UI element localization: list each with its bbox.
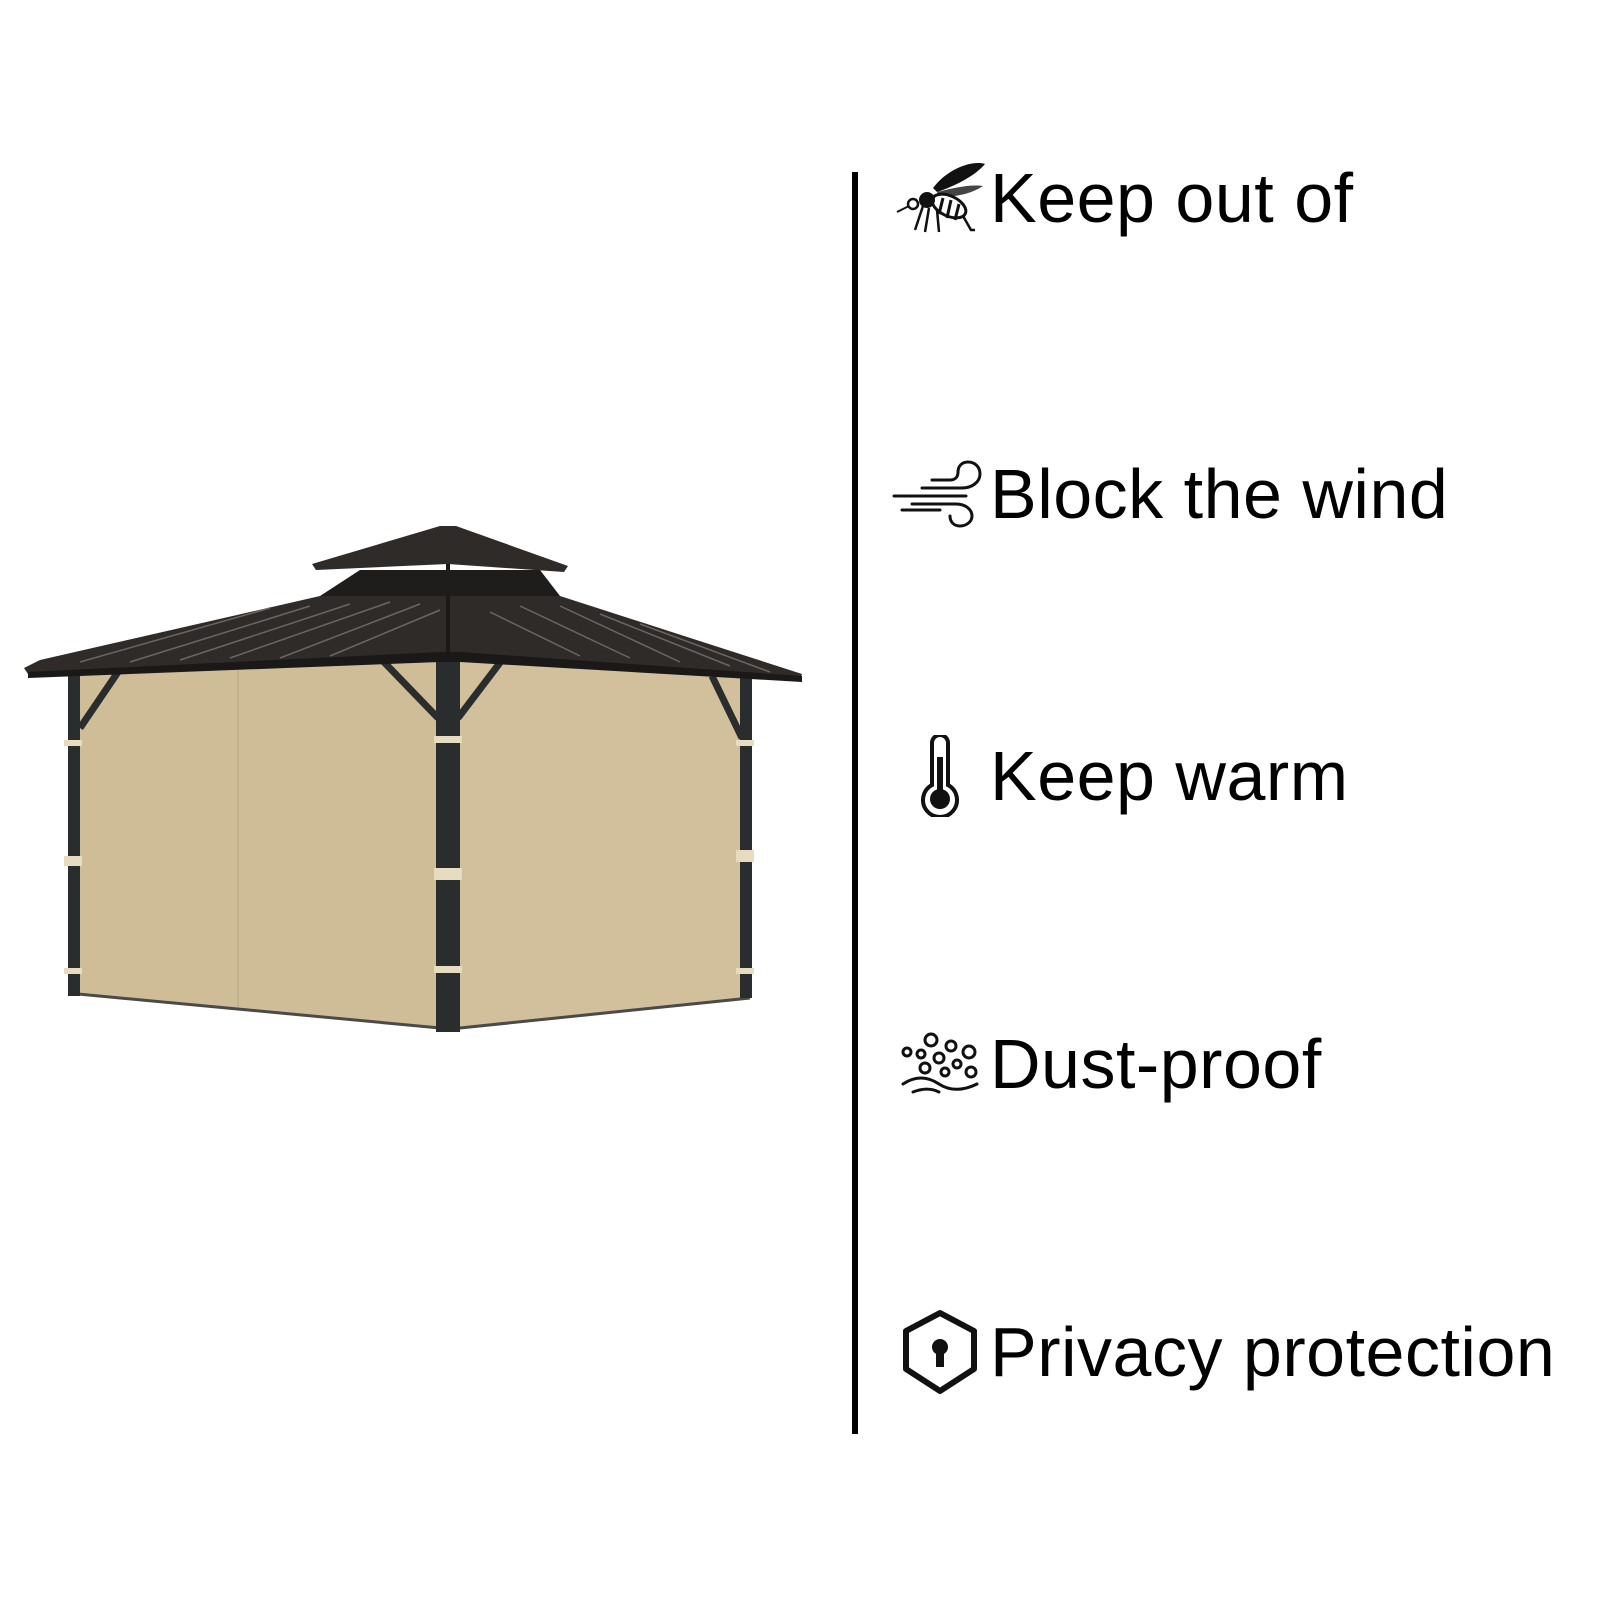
feature-dust-proof: Dust-proof xyxy=(890,1014,1590,1114)
feature-privacy-protection: Privacy protection xyxy=(890,1302,1590,1402)
post-left xyxy=(68,670,80,996)
roof-eave xyxy=(28,652,802,682)
shield-lock-icon xyxy=(890,1302,990,1402)
mosquito-icon xyxy=(890,148,990,248)
right-curtain-panel xyxy=(460,654,750,1028)
gazebo-illustration xyxy=(24,526,802,1032)
curtain-straps xyxy=(64,736,754,974)
thermometer-icon xyxy=(890,726,990,826)
feature-label: Block the wind xyxy=(990,455,1449,533)
feature-label: Keep out of xyxy=(990,159,1354,237)
post-right xyxy=(740,672,752,998)
wind-icon xyxy=(890,444,990,544)
post-center xyxy=(436,650,460,1032)
corner-brackets xyxy=(77,657,746,740)
feature-label: Dust-proof xyxy=(990,1025,1322,1103)
upper-roof-riser xyxy=(320,570,560,596)
roof-panel-lines xyxy=(79,601,771,673)
feature-block-wind: Block the wind xyxy=(890,444,1590,544)
feature-label: Keep warm xyxy=(990,737,1349,815)
vertical-divider xyxy=(852,172,858,1434)
dust-icon xyxy=(890,1014,990,1114)
feature-label: Privacy protection xyxy=(990,1313,1556,1391)
feature-keep-out: Keep out of xyxy=(890,148,1590,248)
feature-keep-warm: Keep warm xyxy=(890,726,1590,826)
upper-roof xyxy=(312,526,568,572)
left-curtain-panel xyxy=(78,654,440,1028)
